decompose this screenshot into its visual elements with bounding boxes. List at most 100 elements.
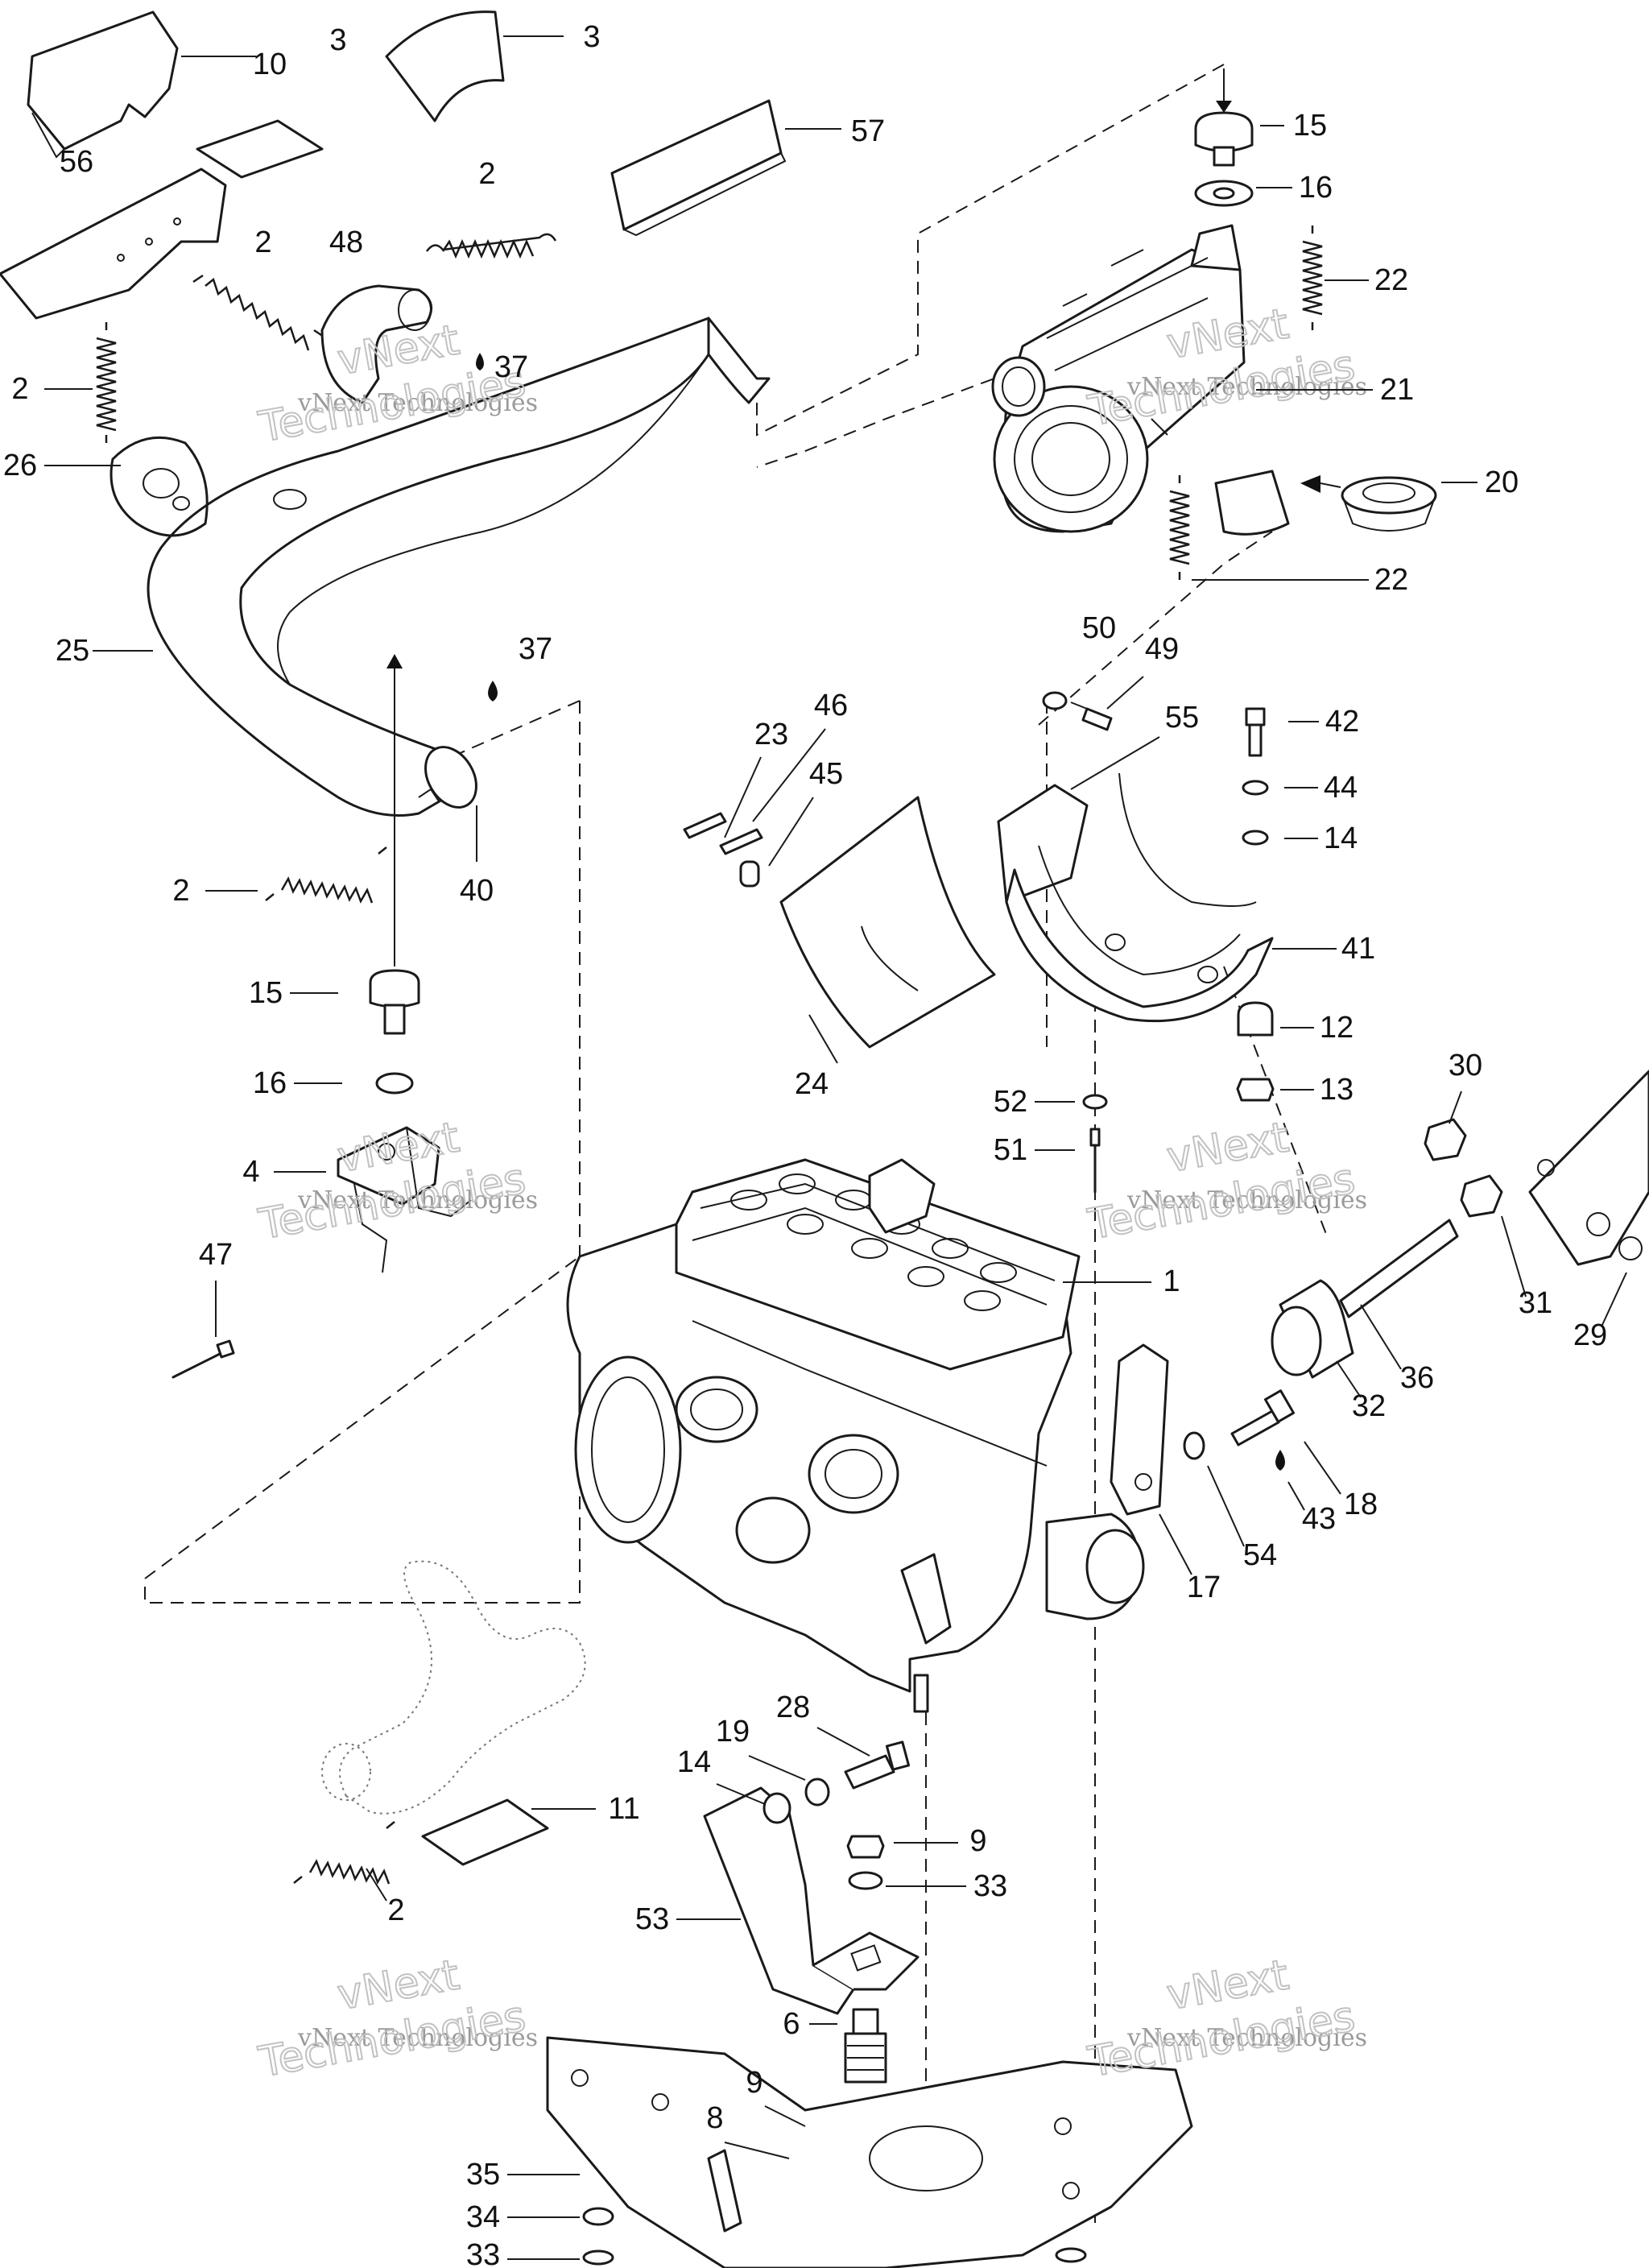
callout-number: 57 [851,114,885,148]
callout-number: 8 [706,2101,723,2135]
part-26-grommet [110,436,209,537]
engine-base-plate [546,2036,1193,2268]
callout-leader-line [1601,1272,1627,1326]
spring-22-top [1302,226,1323,330]
callout-number: 35 [466,2158,500,2191]
callout-leader-line [768,797,814,867]
callout-number: 44 [1324,771,1358,805]
part-15-bumper-top [1194,68,1254,167]
callout-number: 28 [776,1691,810,1724]
callout-number: 29 [1573,1318,1607,1352]
callout-number: 37 [494,350,528,384]
callout-number: 51 [994,1133,1027,1167]
exhaust-manifold-dotted [321,1560,586,1815]
callout-leader-line [1304,1441,1341,1495]
callout-number: 22 [1374,263,1408,297]
callout-leader-line [366,1868,387,1902]
lubricant-drop-icons [476,353,1285,1471]
part-17-bracket-plate [1110,1343,1169,1516]
callout-number: 43 [1302,1502,1336,1536]
fasteners-right-column [1042,691,1275,1194]
callout-number: 36 [1400,1361,1434,1395]
part-49-bolt [1070,702,1113,731]
watermark-text: vNext Technologies [297,1186,538,1215]
callout-number: 55 [1165,701,1199,735]
part-12-spacer [1237,1001,1274,1037]
callout-number: 16 [1299,171,1333,205]
part-3-shield [385,10,505,122]
parts-23-46-45 [683,812,763,888]
callout-number: 32 [1352,1389,1386,1423]
part-15-bumper-mid [369,654,420,1035]
callout-number: 10 [253,48,287,81]
part-44-washer [1242,780,1269,796]
callout-number: 6 [783,2007,800,2041]
part-52-washer [1082,1094,1108,1110]
callout-leader-line [724,756,762,838]
right-mount-parts [1110,1070,1649,1516]
part-33-washer-lower [582,2249,614,2266]
callout-leader-line [1449,1091,1462,1124]
callout-leader-line [1106,676,1144,710]
callout-number: 11 [608,1792,639,1826]
part-53-mount-bracket [703,1786,920,2015]
callout-number: 18 [1344,1488,1378,1521]
callout-number: 45 [809,757,843,791]
part-9-nut [846,1835,885,1859]
callout-leader-line [1070,736,1160,790]
callout-number: 2 [478,157,495,191]
part-14-washer [1242,830,1269,846]
callout-number: 33 [466,2238,500,2268]
part-32-36-sleeve-bolt [1271,1219,1459,1379]
callout-number: 42 [1325,705,1359,739]
drop-icon [476,353,484,370]
callout-number: 50 [1082,611,1116,645]
callout-leader-line [724,2142,790,2159]
callout-number: 30 [1449,1049,1482,1082]
part-24-heat-shield [779,796,996,1049]
callout-number: 47 [199,1238,233,1272]
drop-icon [1275,1450,1285,1471]
part-28-bolt [844,1740,911,1790]
spring-22-bottom [1169,475,1190,580]
callout-number: 16 [253,1066,287,1100]
part-41-clamp-bracket [997,772,1274,1023]
callout-leader-line [1159,1513,1192,1575]
callout-number: 9 [746,2066,763,2100]
callout-number: 49 [1145,632,1179,666]
part-11-gasket [421,1798,549,1866]
watermark-text: vNext Technologies [297,389,538,417]
part-34-washer [582,2207,614,2226]
part-47-rivet [172,1339,235,1379]
springs [96,226,1323,1885]
callout-number: 26 [3,449,37,482]
callout-number: 40 [460,874,494,908]
callout-leader-line [1336,1360,1362,1398]
part-14-washer-lower [763,1792,791,1824]
callout-number: 54 [1243,1538,1277,1572]
callout-number: 48 [329,226,363,259]
callout-leader-line [748,1755,806,1781]
spring-left-upper [192,274,324,351]
callout-leader-line [764,2105,806,2127]
callout-number: 14 [677,1745,711,1779]
spring-bottom-left [293,1821,395,1885]
callout-number: 2 [387,1893,404,1927]
part-13-nut [1236,1078,1275,1102]
callout-number: 46 [814,689,848,722]
callout-number: 24 [795,1067,829,1101]
watermark-text: vNext Technologies [297,2024,538,2052]
callout-number: 2 [11,372,28,406]
part-31-nut [1460,1174,1503,1218]
callout-leader-line [808,1014,838,1064]
callout-number: 12 [1320,1011,1354,1045]
part-6-rubber-mount [844,2008,887,2084]
callout-number: 2 [254,226,271,259]
callout-number: 3 [329,23,346,57]
callout-number: 53 [635,1902,669,1936]
callout-leader-line [716,1783,766,1805]
part-54-washer [1183,1431,1205,1460]
callout-number: 22 [1374,563,1408,597]
callout-number: 33 [973,1869,1007,1903]
